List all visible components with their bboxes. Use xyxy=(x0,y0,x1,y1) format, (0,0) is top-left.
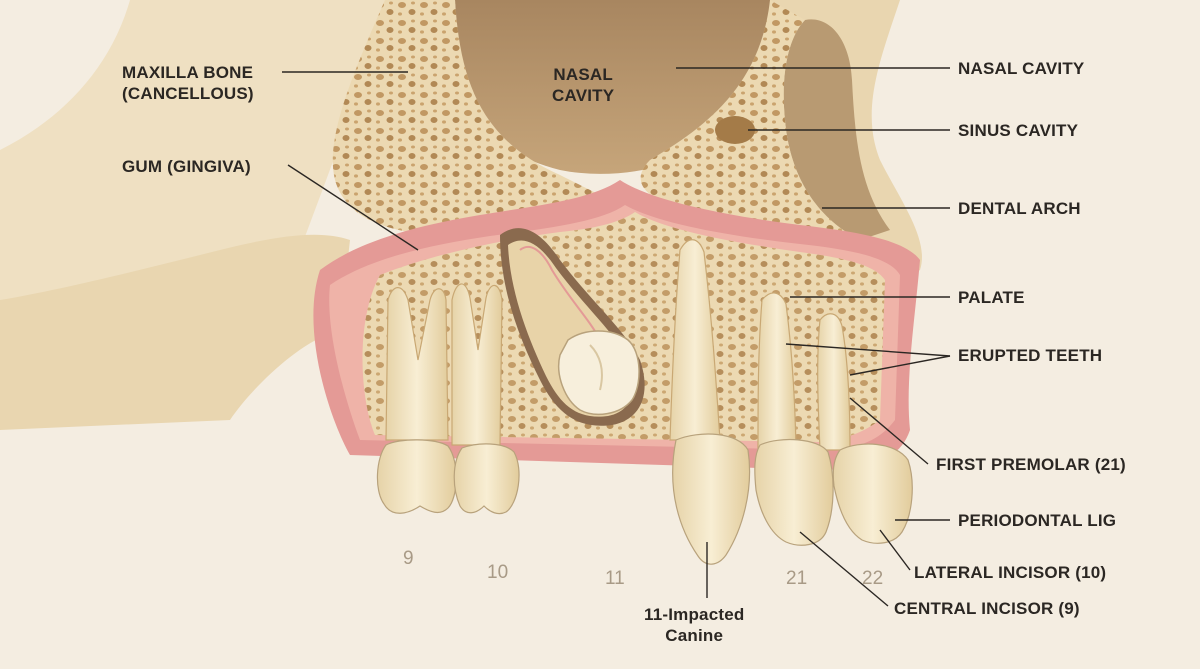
label-nasal-cavity: NASAL CAVITY xyxy=(958,59,1085,78)
leader-erupted-teeth-b xyxy=(849,355,951,376)
leader-lateral-incisor xyxy=(879,529,911,571)
crown-canine-11 xyxy=(672,433,751,565)
leader-central-incisor xyxy=(799,531,889,607)
crown-tooth-21 xyxy=(754,439,834,546)
leader-first-premolar xyxy=(849,397,929,465)
label-dental-arch: DENTAL ARCH xyxy=(958,199,1081,218)
nasal-cavity-shape xyxy=(455,0,771,174)
label-maxilla-bone: MAXILLA BONE (CANCELLOUS) xyxy=(122,63,254,103)
sinus-cavity-shape xyxy=(715,116,755,144)
root-tooth-10 xyxy=(451,283,503,446)
root-impacted-canine-11 xyxy=(669,239,721,441)
leader-erupted-teeth-a xyxy=(785,343,951,357)
crown-tooth-10 xyxy=(453,443,520,515)
leader-gum xyxy=(287,164,419,251)
leader-lines xyxy=(282,67,951,607)
label-impacted-canine: 11-Impacted Canine xyxy=(644,605,745,645)
label-gum: GUM (GINGIVA) xyxy=(122,157,251,176)
root-tooth-21 xyxy=(757,292,797,449)
impacted-canine-crown xyxy=(558,330,640,416)
root-tooth-9 xyxy=(385,287,449,441)
label-first-premolar: FIRST PREMOLAR (21) xyxy=(936,455,1126,474)
tooth-number-21: 21 xyxy=(786,568,808,589)
tooth-number-9: 9 xyxy=(403,548,414,569)
label-palate: PALATE xyxy=(958,288,1025,307)
label-erupted-teeth: ERUPTED TEETH xyxy=(958,346,1103,365)
label-periodontal-lig: PERIODONTAL LIG xyxy=(958,511,1117,530)
label-central-incisor: CENTRAL INCISOR (9) xyxy=(894,599,1080,618)
label-lateral-incisor: LATERAL INCISOR (10) xyxy=(914,563,1107,582)
label-sinus-cavity: SINUS CAVITY xyxy=(958,121,1079,140)
crown-tooth-22 xyxy=(832,443,913,544)
label-nasal-cavity-inner: NASAL CAVITY xyxy=(552,65,615,105)
tooth-number-22: 22 xyxy=(862,568,884,589)
tooth-number-10: 10 xyxy=(487,562,509,583)
skull-background xyxy=(0,0,390,369)
tooth-number-11: 11 xyxy=(605,568,625,589)
crown-tooth-9 xyxy=(376,439,457,514)
